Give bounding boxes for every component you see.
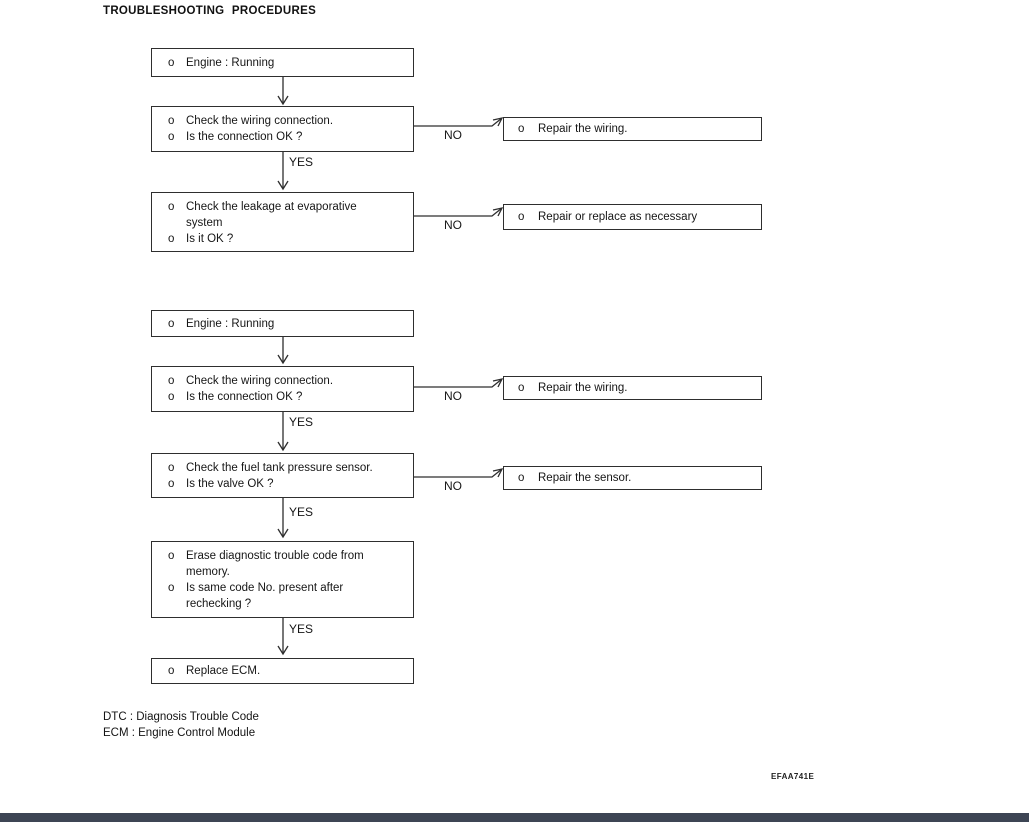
step-text: Engine : Running <box>186 317 275 330</box>
step-text: Replace ECM. <box>186 665 261 677</box>
bullet-spacer <box>168 215 186 231</box>
flow1-wiring-check-box: o Check the wiring connection. o Is the … <box>151 106 414 152</box>
flow2-start-box: o Engine : Running <box>151 310 414 337</box>
step-text: Repair the sensor. <box>538 472 632 484</box>
flow1-leak-repair-box: o Repair or replace as necessary <box>503 204 762 230</box>
flow2-no-arrow-wiring <box>414 378 504 388</box>
flow-step-line: o Is it OK ? <box>168 231 407 247</box>
bullet: o <box>168 462 175 474</box>
page-bottom-bar <box>0 813 1029 822</box>
figure-code: EFAA741E <box>771 772 815 781</box>
bullet-spacer <box>168 564 186 580</box>
bullet: o <box>168 478 175 490</box>
bullet-spacer <box>168 596 186 612</box>
no-label: NO <box>444 389 462 403</box>
flow-step-line-continuation: memory. <box>168 564 407 580</box>
flow2-sensor-repair-box: o Repair the sensor. <box>503 466 762 490</box>
step-text: system <box>186 217 223 229</box>
step-text: Check the leakage at evaporative <box>186 201 357 213</box>
flow-step-line: o Is the connection OK ? <box>168 389 407 405</box>
flow2-wiring-check-box: o Check the wiring connection. o Is the … <box>151 366 414 412</box>
step-text: Is the connection OK ? <box>186 131 303 143</box>
step-text: Is same code No. present after <box>186 582 344 594</box>
step-text: memory. <box>186 566 230 578</box>
legend-ecm: ECM : Engine Control Module <box>103 726 256 739</box>
flow-step-line: o Is the valve OK ? <box>168 476 407 492</box>
step-text: Repair the wiring. <box>538 382 628 394</box>
yes-label: YES <box>289 505 314 519</box>
flow2-sensor-check-box: o Check the fuel tank pressure sensor. o… <box>151 453 414 498</box>
bullet: o <box>168 317 175 330</box>
flow2-yes-arrow-wiring-to-sensor <box>277 412 289 452</box>
bullet: o <box>518 123 525 135</box>
step-text: Repair or replace as necessary <box>538 211 698 223</box>
flow-step-line: o Erase diagnostic trouble code from <box>168 548 407 564</box>
bullet: o <box>518 472 525 484</box>
step-text: rechecking ? <box>186 598 252 610</box>
flow-step-line: o Check the wiring connection. <box>168 113 407 129</box>
step-text: Check the wiring connection. <box>186 115 334 127</box>
flow1-start-box: o Engine : Running <box>151 48 414 77</box>
bullet: o <box>168 233 175 245</box>
bullet: o <box>168 375 175 387</box>
bullet: o <box>168 56 175 69</box>
flow-step-line: o Engine : Running <box>168 55 407 71</box>
flow-step-line-continuation: system <box>168 215 407 231</box>
flow2-arrow-start-to-wiring <box>277 337 289 365</box>
flow-step-line: o Engine : Running <box>168 316 407 332</box>
step-text: Is the connection OK ? <box>186 391 303 403</box>
flow-step-line: o Is the connection OK ? <box>168 129 407 145</box>
bullet: o <box>168 391 175 403</box>
flow1-yes-arrow-wiring-to-leak <box>277 152 289 191</box>
bullet: o <box>168 550 175 562</box>
no-label: NO <box>444 128 462 142</box>
yes-label: YES <box>289 415 314 429</box>
flow-step-line: o Repair or replace as necessary <box>518 209 755 225</box>
flow1-no-arrow-wiring <box>414 117 504 127</box>
bullet: o <box>168 131 175 143</box>
bullet: o <box>518 382 525 394</box>
flow1-wiring-repair-box: o Repair the wiring. <box>503 117 762 141</box>
no-label: NO <box>444 218 462 232</box>
no-label: NO <box>444 479 462 493</box>
flow2-yes-arrow-erase-to-ecm <box>277 618 289 656</box>
flow-step-line: o Repair the sensor. <box>518 470 755 486</box>
flow-step-line-continuation: rechecking ? <box>168 596 407 612</box>
step-text: Erase diagnostic trouble code from <box>186 550 364 562</box>
step-text: Engine : Running <box>186 56 275 69</box>
flow-step-line: o Replace ECM. <box>168 663 407 679</box>
flow1-no-arrow-leak <box>414 207 504 217</box>
bullet: o <box>168 582 175 594</box>
yes-label: YES <box>289 155 314 169</box>
yes-label: YES <box>289 622 314 636</box>
flow-step-line: o Check the wiring connection. <box>168 373 407 389</box>
step-text: Check the fuel tank pressure sensor. <box>186 462 373 474</box>
flow-step-line: o Is same code No. present after <box>168 580 407 596</box>
flow1-arrow-start-to-wiring <box>277 77 289 106</box>
page-title: TROUBLESHOOTING PROCEDURES <box>103 5 317 17</box>
flow2-wiring-repair-box: o Repair the wiring. <box>503 376 762 400</box>
abbreviation-legend: DTC : Diagnosis Trouble Code ECM : Engin… <box>103 710 259 741</box>
step-text: Is it OK ? <box>186 233 234 245</box>
flow-step-line: o Check the fuel tank pressure sensor. <box>168 460 407 476</box>
step-text: Repair the wiring. <box>538 123 628 135</box>
flow-step-line: o Check the leakage at evaporative <box>168 199 407 215</box>
bullet: o <box>168 665 175 677</box>
step-text: Is the valve OK ? <box>186 478 274 490</box>
bullet: o <box>168 115 175 127</box>
step-text: Check the wiring connection. <box>186 375 334 387</box>
bullet: o <box>168 201 175 213</box>
flow-step-line: o Repair the wiring. <box>518 121 755 137</box>
legend-dtc: DTC : Diagnosis Trouble Code <box>103 711 259 723</box>
flow2-replace-ecm-box: o Replace ECM. <box>151 658 414 684</box>
bullet: o <box>518 211 525 223</box>
flow-step-line: o Repair the wiring. <box>518 380 755 396</box>
flow2-yes-arrow-sensor-to-erase <box>277 498 289 539</box>
flow2-erase-code-box: o Erase diagnostic trouble code from mem… <box>151 541 414 618</box>
flow2-no-arrow-sensor <box>414 468 504 478</box>
flow1-leak-check-box: o Check the leakage at evaporative syste… <box>151 192 414 252</box>
